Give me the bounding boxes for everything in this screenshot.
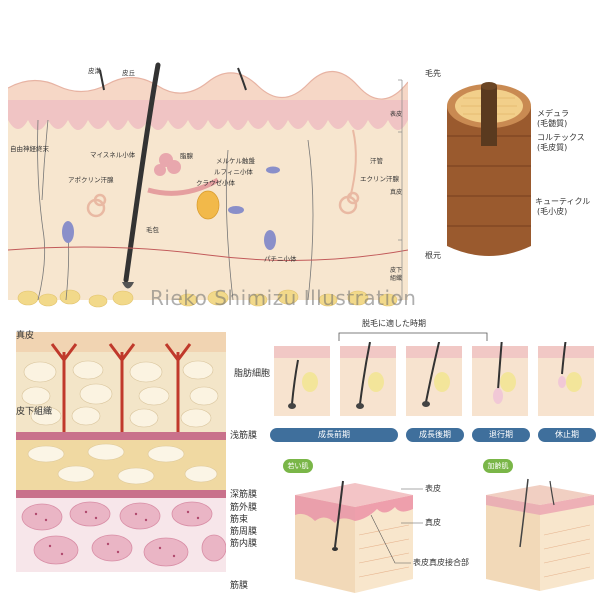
label-cortex: コルテックス bbox=[537, 133, 585, 142]
label-hikyu: 皮丘 bbox=[122, 69, 135, 77]
label-subcutis-1: 皮下 bbox=[390, 267, 403, 274]
label-hair-root: 根元 bbox=[425, 251, 441, 260]
stage-telogen: 休止期 bbox=[538, 428, 596, 442]
label-fat-cell: 脂肪細胞 bbox=[234, 369, 271, 379]
badge-aged-skin: 加齢肌 bbox=[483, 459, 513, 473]
skin-cross-section-illustration bbox=[7, 62, 409, 308]
label-dej: 表皮真皮接合部 bbox=[413, 558, 469, 567]
aging-skin-panel: 若い肌 加齢肌 表皮 真皮 表皮真皮接合部 bbox=[275, 455, 600, 595]
label-dermis: 真皮 bbox=[390, 189, 403, 196]
aged-skin-block bbox=[486, 478, 594, 591]
label-follicle: 毛包 bbox=[146, 226, 159, 234]
label-cuticle: キューティクル bbox=[535, 197, 591, 206]
label-medulla: メデュラ bbox=[537, 109, 569, 118]
label-subcutis-2: 組織 bbox=[390, 275, 403, 282]
label-medulla-jp: (毛髄質) bbox=[537, 119, 568, 128]
fat-muscle-illustration bbox=[16, 332, 226, 572]
label-perimysium: 筋周膜 bbox=[230, 527, 258, 537]
stage-catagen: 退行期 bbox=[472, 428, 530, 442]
hair-shaft-illustration bbox=[447, 82, 531, 256]
label-ruffini: ルフィニ小体 bbox=[214, 168, 253, 176]
hair-cycle-illustrations bbox=[274, 342, 594, 416]
label-meissner: マイスネル小体 bbox=[90, 151, 136, 159]
label-deep-fascia: 深筋膜 bbox=[230, 490, 258, 500]
hair-cycle-panel: 脱毛に適した時期 成長前期 成長後期 退行期 休止期 bbox=[270, 316, 602, 446]
label-aging-epidermis: 表皮 bbox=[425, 484, 441, 493]
young-skin-block bbox=[295, 480, 413, 593]
label-free-nerve: 自由神経終末 bbox=[10, 145, 49, 153]
label-epidermis: 表皮 bbox=[390, 111, 403, 118]
label-hyoko: 皮溝 bbox=[88, 67, 101, 75]
stage-late-anagen: 成長後期 bbox=[406, 428, 464, 442]
hair-cycle-bracket bbox=[338, 332, 488, 341]
watermark-text: Rieko Shimizu Illustration bbox=[150, 286, 417, 310]
label-endomysium: 筋内膜 bbox=[230, 539, 258, 549]
label-fascia: 筋膜 bbox=[230, 581, 249, 591]
label-eccrine: エクリン汗腺 bbox=[360, 175, 399, 183]
hair-cycle-title: 脱毛に適した時期 bbox=[362, 319, 426, 328]
label-epimysium: 筋外膜 bbox=[230, 503, 258, 513]
label-superficial-fascia: 浅筋膜 bbox=[230, 431, 258, 441]
label-fascicle: 筋束 bbox=[230, 515, 249, 525]
label-subcutis-fm: 皮下組織 bbox=[16, 407, 53, 417]
label-sebaceous: 脂腺 bbox=[180, 152, 193, 160]
hair-cross-section-panel: 毛先 根元 メデュラ (毛髄質) コルテックス (毛皮質) キューティクル (毛… bbox=[425, 70, 600, 270]
label-apocrine: アポクリン汗腺 bbox=[68, 176, 114, 184]
label-pacini: パチニ小体 bbox=[264, 255, 297, 263]
fat-muscle-panel: 真皮 脂肪細胞 皮下組織 浅筋膜 深筋膜 筋外膜 筋束 筋周膜 筋内膜 筋膜 bbox=[10, 332, 270, 597]
label-hair-tip: 毛先 bbox=[425, 69, 441, 78]
label-merkel: メルケル触盤 bbox=[216, 157, 255, 165]
badge-young-skin: 若い肌 bbox=[283, 459, 313, 473]
label-aging-dermis: 真皮 bbox=[425, 518, 441, 527]
stage-early-anagen: 成長前期 bbox=[270, 428, 398, 442]
label-krause: クラウゼ小体 bbox=[196, 179, 235, 187]
label-cortex-jp: (毛皮質) bbox=[537, 143, 568, 152]
skin-cross-section-panel: 皮溝 皮丘 自由神経終末 マイスネル小体 アポクリン汗腺 毛包 脂腺 メルケル触… bbox=[7, 60, 409, 310]
label-sweat-duct: 汗管 bbox=[370, 157, 383, 165]
label-cuticle-jp: (毛小皮) bbox=[537, 207, 568, 216]
label-dermis-fm: 真皮 bbox=[16, 331, 35, 341]
